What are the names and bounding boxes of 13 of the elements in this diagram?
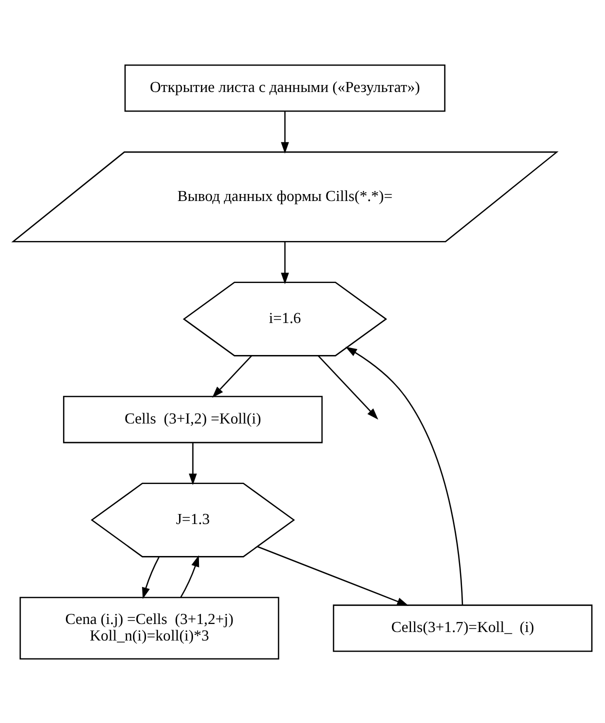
node-box: Cena (i.j) =Cells (3+1,2+j) Koll_n(i)=koll(i)*3 bbox=[20, 596, 280, 660]
node-box: Cells (3+I,2) =Koll(i) bbox=[63, 395, 323, 443]
arrow bbox=[180, 554, 200, 597]
node-box: Cells(3+1.7)=Koll_ (i) bbox=[332, 604, 592, 652]
arrow bbox=[257, 546, 409, 606]
arrow bbox=[142, 556, 160, 599]
node-box: Открытие листа с данными («Результат») bbox=[124, 64, 446, 112]
arrow bbox=[212, 354, 252, 398]
arrow bbox=[280, 110, 289, 154]
arrow bbox=[188, 442, 197, 485]
arrow bbox=[280, 241, 289, 284]
arrow bbox=[345, 346, 464, 605]
arrow bbox=[318, 354, 378, 420]
